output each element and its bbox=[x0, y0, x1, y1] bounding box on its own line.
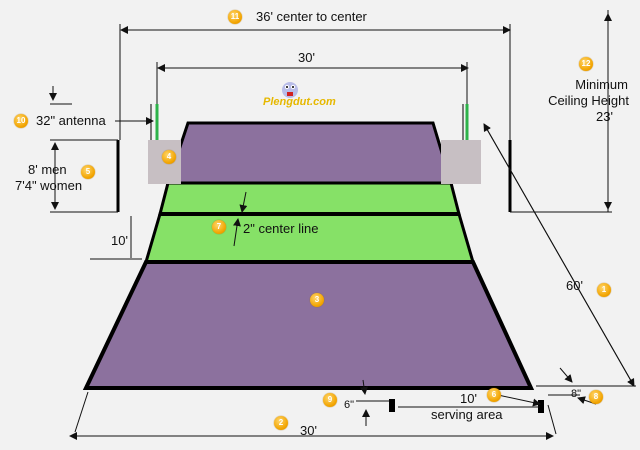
label-sixty-ft: 60' bbox=[566, 278, 583, 293]
badge-6: 6 bbox=[487, 388, 501, 402]
badge-8: 8 bbox=[589, 390, 603, 404]
label-min-ceiling-2: Ceiling Height bbox=[548, 93, 629, 108]
back-court-far bbox=[165, 121, 454, 185]
site-logo: Plengdut.com bbox=[263, 96, 336, 108]
label-center-line: 2" center line bbox=[243, 221, 319, 236]
badge-3: 3 bbox=[310, 293, 324, 307]
net-right bbox=[441, 140, 481, 184]
label-min-ceiling-1: Minimum bbox=[575, 77, 628, 92]
mascot-icon bbox=[282, 82, 298, 98]
label-antenna: 32" antenna bbox=[36, 113, 106, 128]
serving-mark-left bbox=[389, 399, 395, 412]
attack-zone-far bbox=[158, 181, 461, 216]
badge-12: 12 bbox=[579, 57, 593, 71]
label-serving-ten: 10' bbox=[460, 391, 477, 406]
label-width-bottom: 30' bbox=[300, 423, 317, 438]
serving-mark-right bbox=[538, 400, 544, 413]
badge-4: 4 bbox=[162, 150, 176, 164]
badge-7: 7 bbox=[212, 220, 226, 234]
badge-11: 11 bbox=[228, 10, 242, 24]
badge-9: 9 bbox=[323, 393, 337, 407]
badge-1: 1 bbox=[597, 283, 611, 297]
badge-10: 10 bbox=[14, 114, 28, 128]
label-center-to-center: 36' center to center bbox=[256, 9, 367, 24]
label-ten-ft: 10' bbox=[111, 233, 128, 248]
label-net-men: 8' men bbox=[28, 162, 67, 177]
label-width-top: 30' bbox=[298, 50, 315, 65]
badge-5: 5 bbox=[81, 165, 95, 179]
label-serving-area: serving area bbox=[431, 407, 503, 422]
label-eight-in: 8" bbox=[571, 388, 582, 400]
badge-2: 2 bbox=[274, 416, 288, 430]
back-court-near bbox=[82, 260, 535, 390]
label-net-women: 7'4" women bbox=[15, 178, 83, 193]
label-min-ceiling-3: 23' bbox=[596, 109, 613, 124]
label-six-in: 6" bbox=[344, 399, 355, 411]
